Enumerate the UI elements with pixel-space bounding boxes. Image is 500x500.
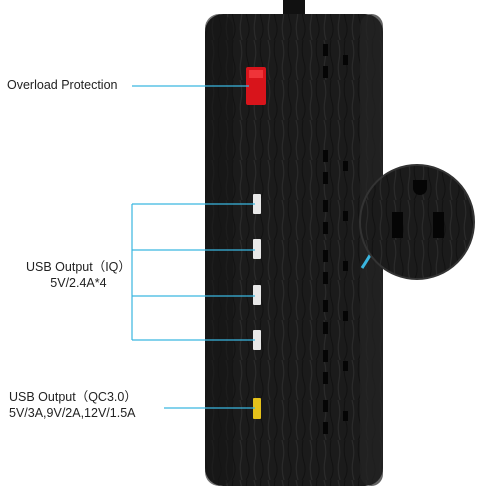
outlet-zoom-icon — [359, 164, 475, 280]
strip-body — [205, 14, 383, 486]
ac-outlet-icon — [323, 350, 348, 384]
usb-qc-port-icon — [253, 398, 261, 419]
ac-outlet-icon — [323, 400, 348, 434]
ac-outlet-icon — [323, 44, 348, 78]
usb-iq-label: USB Output（IQ） 5V/2.4A*4 — [26, 260, 131, 290]
usb-port-icon — [253, 239, 261, 259]
ac-outlet-icon — [323, 150, 348, 184]
usb-qc-label: USB Output（QC3.0） 5V/3A,9V/2A,12V/1.5A — [9, 390, 137, 420]
ac-outlet-icon — [323, 250, 348, 284]
usb-port-icon — [253, 330, 261, 350]
usb-port-icon — [253, 194, 261, 214]
overload-protection-label: Overload Protection — [7, 78, 118, 92]
ac-outlet-icon — [323, 300, 348, 334]
ac-outlet-icon — [323, 200, 348, 234]
usb-iq-ports — [253, 194, 261, 350]
ac-outlets — [323, 44, 348, 434]
usb-port-icon — [253, 285, 261, 305]
